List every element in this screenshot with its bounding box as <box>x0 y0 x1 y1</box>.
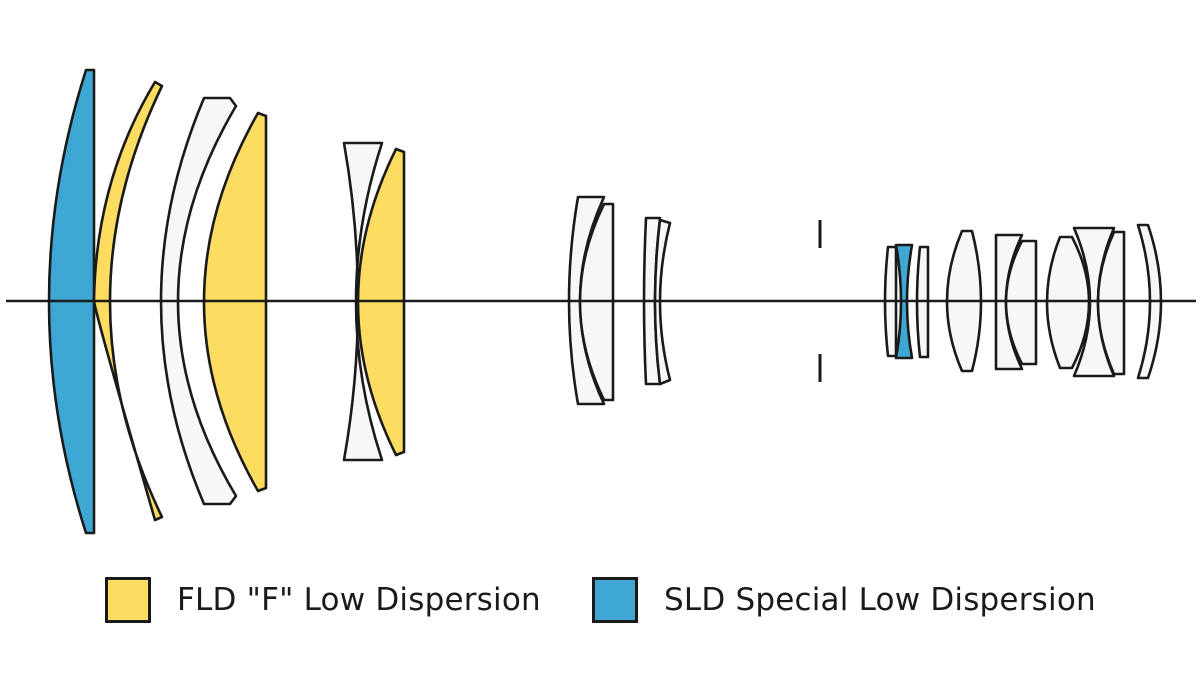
lens-element-5 <box>342 141 384 462</box>
lens-element-16 <box>1004 239 1038 366</box>
lens-element-17 <box>1045 235 1091 370</box>
sld-swatch <box>592 577 638 623</box>
sld-legend-label: SLD Special Low Dispersion <box>664 582 1096 618</box>
fld-legend-label: FLD "F" Low Dispersion <box>177 582 541 618</box>
lens-element-10 <box>653 218 672 386</box>
lens-element-3 <box>159 96 238 506</box>
fld-swatch <box>105 577 151 623</box>
lens-element-20 <box>1136 223 1163 380</box>
legend-item-sld: SLD Special Low Dispersion <box>592 574 1096 626</box>
lens-element-19 <box>1096 230 1126 376</box>
legend-item-fld: FLD "F" Low Dispersion <box>105 574 541 626</box>
lens-element-2 <box>92 80 164 522</box>
